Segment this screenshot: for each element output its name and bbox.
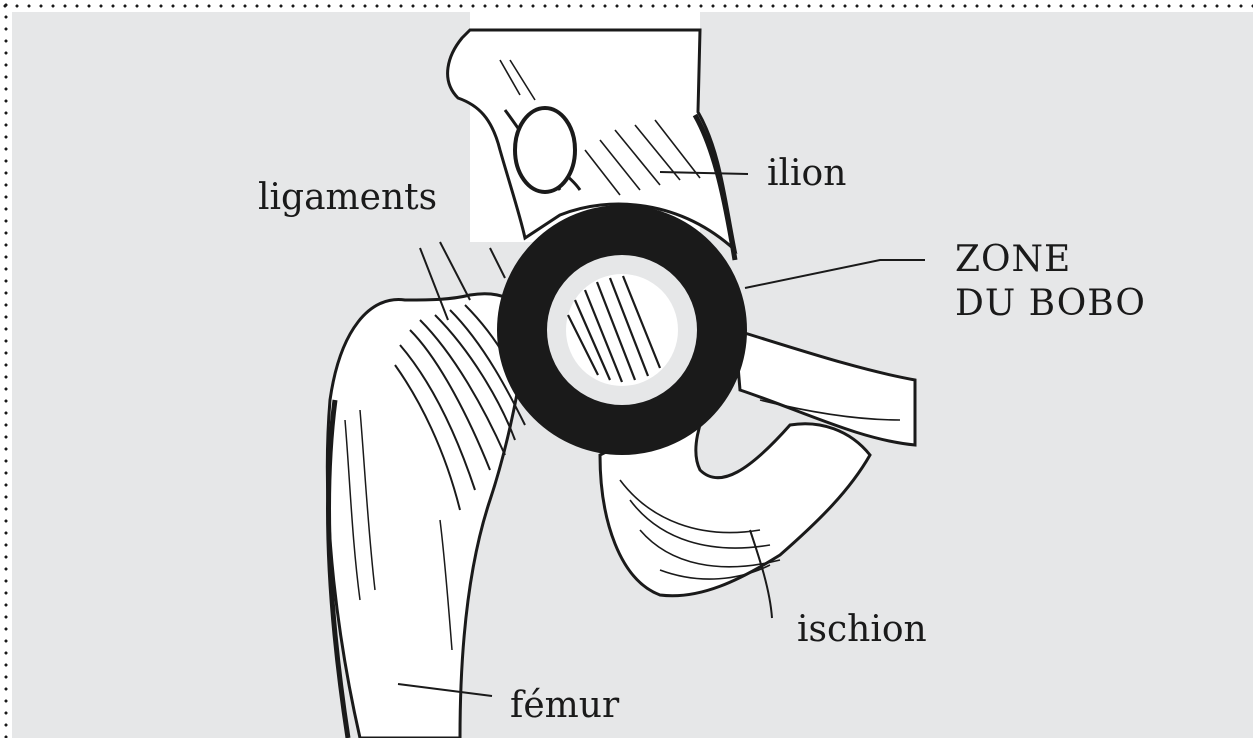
label-zone-line1: ZONE (955, 242, 1146, 278)
femoral-head (566, 274, 678, 386)
ligaments-leader-3 (490, 248, 505, 278)
ilion-notch (515, 108, 575, 192)
label-ischion: ischion (797, 612, 927, 648)
label-zone-line2: DU BOBO (955, 286, 1146, 322)
femur-bone (327, 294, 530, 738)
ligaments-leader-2 (440, 242, 470, 300)
label-ligaments: ligaments (258, 180, 437, 216)
label-zone-du-bobo: ZONE DU BOBO (955, 242, 1146, 322)
label-femur: fémur (510, 688, 619, 724)
zone-leader (745, 260, 925, 288)
label-ilion: ilion (767, 156, 846, 192)
